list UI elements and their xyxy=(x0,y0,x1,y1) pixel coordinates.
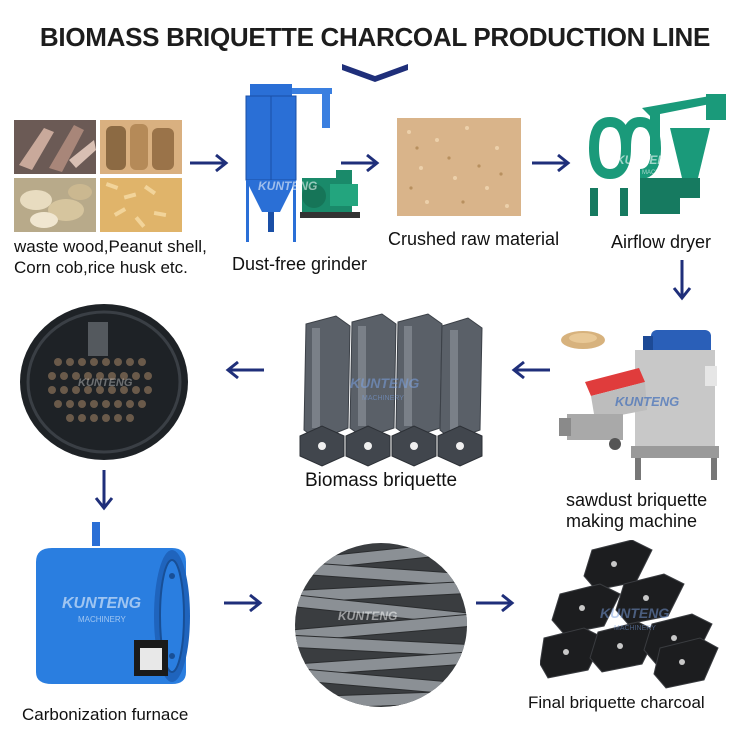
watermark-text: KUNTENG xyxy=(350,375,419,391)
watermark-subtext: MACHINERY xyxy=(642,170,678,176)
chevron-down-icon xyxy=(342,64,408,82)
watermark-text: KUNTENG xyxy=(78,377,133,389)
step-crushed-material-label: Crushed raw material xyxy=(388,229,560,249)
biomass-briquette-image: KUNTENG MACHINERY xyxy=(299,313,483,467)
watermark-text: KUNTENG xyxy=(338,609,397,623)
briquette-machine-image: KUNTENG xyxy=(559,330,719,480)
arrow-down-icon xyxy=(94,470,114,511)
watermark-subtext: MACHINERY xyxy=(614,625,656,632)
watermark-text: KUNTENG xyxy=(258,179,317,193)
airflow-dryer-image: KUNTENG MACHINERY xyxy=(589,94,726,216)
arrow-right-icon xyxy=(190,153,229,173)
step-grinder-label: Dust-free grinder xyxy=(232,254,368,274)
dust-free-grinder-image: KUNTENG xyxy=(245,84,360,242)
arrow-right-icon xyxy=(476,593,515,613)
watermark-text: KUNTENG xyxy=(616,153,675,167)
arrow-right-icon xyxy=(532,153,571,173)
arrow-left-icon xyxy=(511,360,550,380)
charcoal-pile-image: KUNTENG xyxy=(295,543,467,707)
page-title: BIOMASS BRIQUETTE CHARCOAL PRODUCTION LI… xyxy=(39,22,711,52)
raw-materials-image xyxy=(14,120,182,232)
watermark-text: KUNTENG xyxy=(600,605,669,621)
arrow-down-icon xyxy=(672,260,692,301)
step-briquette-machine-label: sawdust briquette making machine xyxy=(566,490,708,531)
step-airflow-dryer-label: Airflow dryer xyxy=(611,232,712,252)
watermark-text: KUNTENG xyxy=(615,394,679,409)
arrow-right-icon xyxy=(224,593,263,613)
furnace-interior-image: KUNTENG xyxy=(20,304,188,460)
carbonization-furnace-image: KUNTENG MACHINERY xyxy=(36,522,190,684)
final-charcoal-image: KUNTENG MACHINERY xyxy=(540,540,719,689)
step-raw-materials-label: waste wood,Peanut shell, Corn cob,rice h… xyxy=(14,237,207,277)
step-final-charcoal-label: Final briquette charcoal xyxy=(528,693,705,712)
crushed-material-image xyxy=(397,118,521,216)
watermark-text: KUNTENG xyxy=(62,595,141,612)
step-biomass-briquette-label: Biomass briquette xyxy=(305,470,458,491)
arrow-left-icon xyxy=(225,360,264,380)
step-carbonization-furnace-label: Carbonization furnace xyxy=(22,705,189,724)
watermark-subtext: MACHINERY xyxy=(362,395,404,402)
arrow-right-icon xyxy=(341,153,380,173)
watermark-subtext: MACHINERY xyxy=(78,615,127,624)
